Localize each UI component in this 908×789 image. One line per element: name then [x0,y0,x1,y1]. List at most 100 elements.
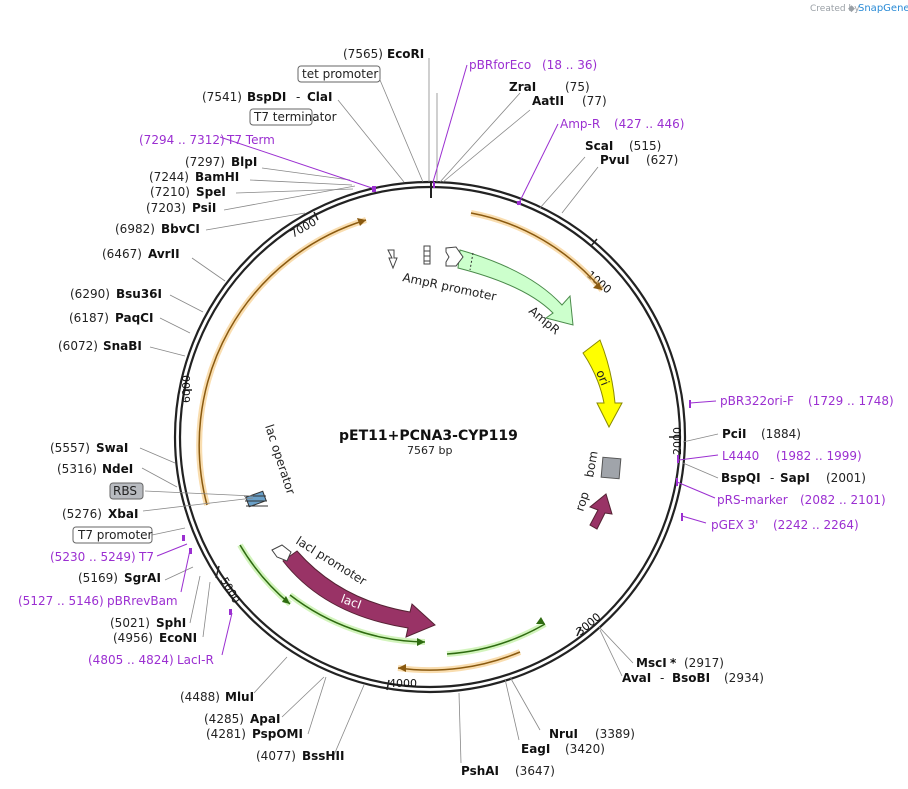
bsu36i-label[interactable]: Bsu36I [116,287,162,301]
scai-pos: (515) [629,139,661,153]
t7term-label[interactable]: T7 Term [226,133,275,147]
prsmarker-label[interactable]: pRS-marker [717,493,788,507]
bsshii-pos: (4077) [256,749,296,763]
blpi-label[interactable]: BlpI [231,155,257,169]
t7-range: (5230 .. 5249) [50,550,136,564]
tet-promoter-box[interactable] [297,65,381,83]
apai-label[interactable]: ApaI [250,712,280,726]
swai-pos: (5557) [50,441,90,455]
pbrrevbam-label[interactable]: pBRrevBam [107,594,178,608]
lac-operator-label: lac operator [262,423,298,497]
msci-label[interactable]: MscI [636,656,667,670]
sphi-pos: (5021) [110,616,150,630]
ecori-pos: (7565) [343,47,383,61]
plasmid-name: pET11+PCNA3-CYP119 [339,428,518,444]
bamhi-label[interactable]: BamHI [195,170,239,184]
zrai-pos: (75) [565,80,590,94]
tick-label-4000: 4000 [389,677,417,690]
snapgene-brand: SnapGene [858,3,908,14]
nrui-label[interactable]: NruI [549,727,578,741]
rop-arrow[interactable] [589,493,613,530]
laci-r-label[interactable]: LacI-R [177,653,214,667]
aatii-label[interactable]: AatII [532,94,564,108]
laci-arrow[interactable] [282,550,436,638]
created-by-label: Created by [810,4,860,14]
tick-label-5000: 5000 [217,575,242,606]
xbai-pos: (5276) [62,507,102,521]
primer-leaders [156,64,719,656]
spei-pos: (7210) [150,185,190,199]
aatii-pos: (77) [582,94,607,108]
laci-promoter-arrow[interactable] [271,544,292,562]
bspqi-label[interactable]: BspQI [721,471,761,485]
t7term-range: (7294 .. 7312) [139,133,225,147]
ampr-arrow[interactable] [457,249,574,326]
blpi-pos: (7297) [185,155,225,169]
orf-lines [196,210,605,674]
bspdi-label[interactable]: BspDI [247,90,286,104]
paqci-label[interactable]: PaqCI [115,311,153,325]
scai-label[interactable]: ScaI [585,139,613,153]
pbr322ori-label[interactable]: pBR322ori-F [720,394,794,408]
sgrai-pos: (5169) [78,571,118,585]
eagi-label[interactable]: EagI [521,742,550,756]
bbvci-pos: (6982) [115,222,155,236]
tick-label-6000: 6000 [180,375,193,403]
t7-label[interactable]: T7 [138,550,154,564]
bspdi-sep: - [296,90,300,104]
t7-promoter-box[interactable] [72,526,153,544]
avrii-label[interactable]: AvrII [148,247,180,261]
pbrforeco-label[interactable]: pBRforEco [469,58,531,72]
ori-label: ori [593,368,612,388]
econi-label[interactable]: EcoNI [159,631,197,645]
spei-label[interactable]: SpeI [196,185,226,199]
ndei-label[interactable]: NdeI [102,462,133,476]
pcii-pos: (1884) [761,427,801,441]
swai-label[interactable]: SwaI [96,441,128,455]
pshai-label[interactable]: PshAI [461,764,499,778]
bbvci-label[interactable]: BbvCI [161,222,200,236]
pbrforeco-range: (18 .. 36) [542,58,597,72]
bsobi-label[interactable]: BsoBI [672,671,710,685]
pvui-label[interactable]: PvuI [600,153,630,167]
t7-terminator-box[interactable] [249,108,313,126]
sgrai-label[interactable]: SgrAI [124,571,161,585]
bom-feature[interactable] [600,456,622,480]
mlui-label[interactable]: MluI [225,690,254,704]
primer-marks [182,182,691,615]
xbai-label[interactable]: XbaI [108,507,138,521]
ori-arrow[interactable] [582,339,623,429]
pspomi-label[interactable]: PspOMI [252,727,303,741]
psii-label[interactable]: PsiI [192,201,216,215]
pgex3-range: (2242 .. 2264) [773,518,859,532]
clai-label[interactable]: ClaI [307,90,332,104]
sapi-label[interactable]: SapI [780,471,810,485]
pcii-label[interactable]: PciI [722,427,747,441]
tick-5000 [215,565,220,579]
bamhi-pos: (7244) [149,170,189,184]
msci-pos: (2917) [684,656,724,670]
ndei-pos: (5316) [57,462,97,476]
rbs-box[interactable] [109,482,144,500]
tet-promoter-arrow[interactable] [387,249,398,270]
ampr-primer-range: (427 .. 446) [614,117,684,131]
bsshii-label[interactable]: BssHII [302,749,344,763]
avai-label[interactable]: AvaI [622,671,651,685]
pspomi-pos: (4281) [206,727,246,741]
ampr-promoter-arrow[interactable] [445,246,464,267]
l4440-label[interactable]: L4440 [722,449,759,463]
tick-label-2000: 2000 [671,427,684,455]
zrai-label[interactable]: ZraI [509,80,536,94]
snabi-label[interactable]: SnaBI [103,339,142,353]
sphi-label[interactable]: SphI [156,616,186,630]
pgex3-label[interactable]: pGEX 3' [711,518,758,532]
ecori-label[interactable]: EcoRI [387,47,424,61]
paqci-pos: (6187) [69,311,109,325]
ampr-primer-label[interactable]: Amp-R [560,117,600,131]
rop-label: rop [573,490,592,513]
msci-star: * [670,656,677,670]
bspqi-pos: (2001) [826,471,866,485]
t7-promoter-label: T7 promoter [77,528,153,542]
tick-1000 [590,238,598,247]
